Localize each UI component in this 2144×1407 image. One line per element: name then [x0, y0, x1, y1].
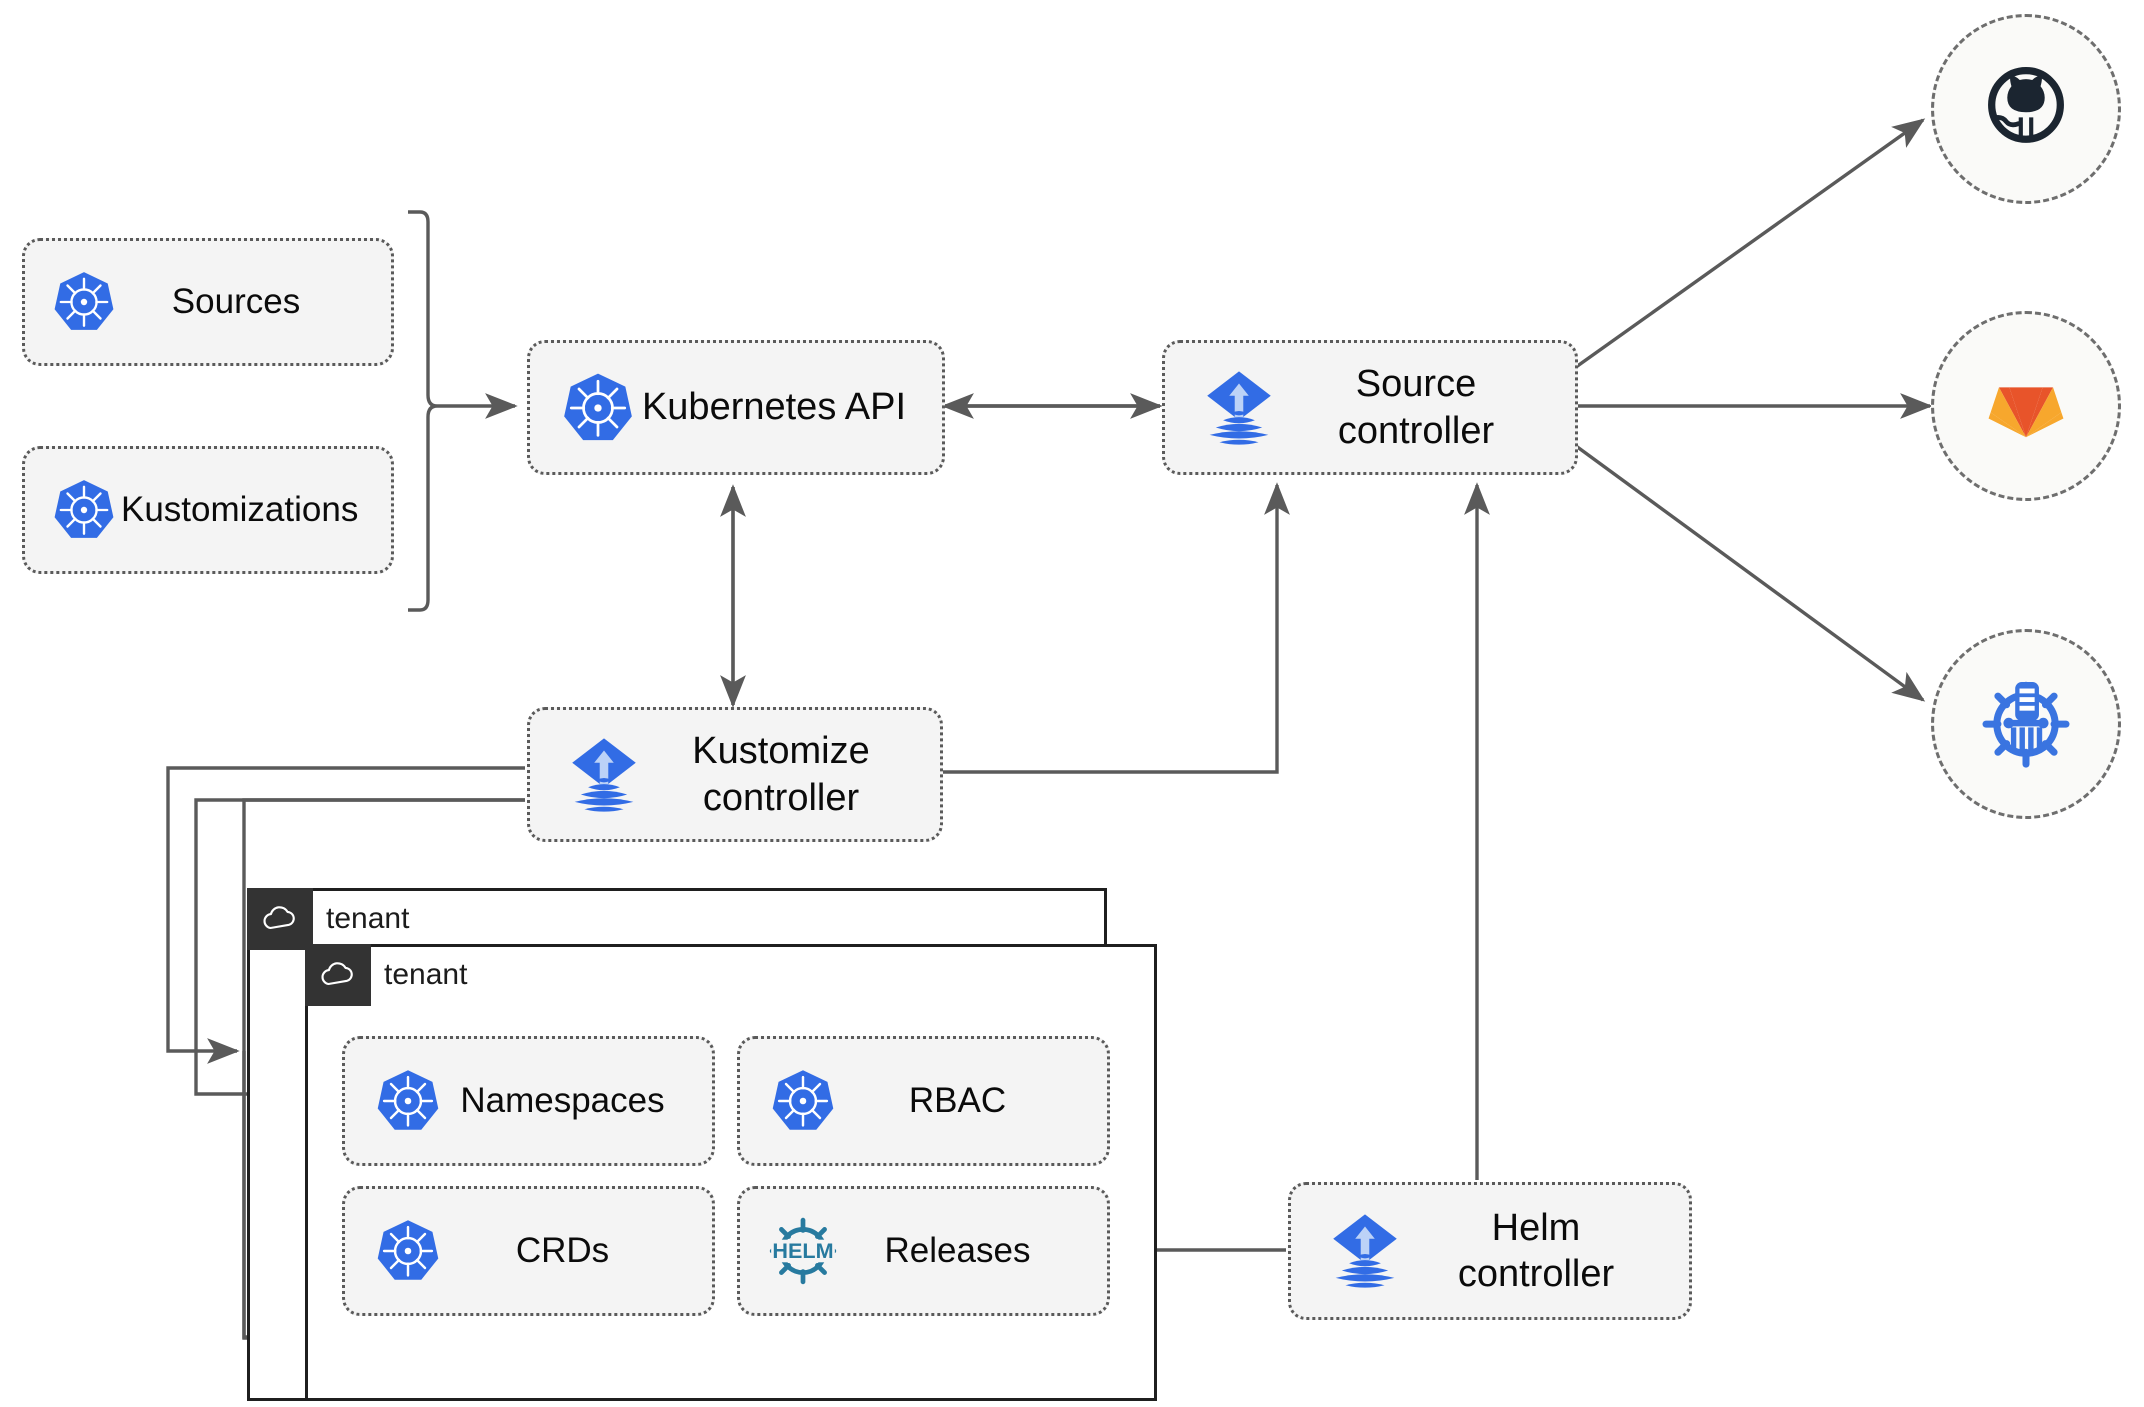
- kubernetes-icon: [766, 1067, 840, 1135]
- kubernetes-icon: [47, 269, 121, 335]
- node-kubernetes-api[interactable]: Kubernetes API: [527, 340, 945, 475]
- gitlab-icon: [1974, 352, 2078, 461]
- node-helm-controller[interactable]: Helm controller: [1288, 1182, 1692, 1320]
- flux-icon: [1191, 364, 1287, 452]
- flux-icon: [556, 731, 652, 819]
- tenant-outer-label: tenant: [326, 902, 410, 935]
- provider-github[interactable]: [1931, 14, 2121, 204]
- svg-text:HELM: HELM: [772, 1238, 833, 1263]
- resource-sources[interactable]: Sources: [22, 238, 394, 366]
- node-label: Kustomize controller: [692, 730, 870, 819]
- tenant-resource-label: Releases: [884, 1230, 1031, 1270]
- node-label: Helm controller: [1457, 1206, 1615, 1295]
- node-label: Kubernetes API: [641, 386, 907, 429]
- flux-icon: [1317, 1207, 1413, 1295]
- kubernetes-icon: [556, 370, 640, 446]
- node-label: Source controller: [1337, 363, 1495, 452]
- tenant-resource-crds[interactable]: CRDs: [342, 1186, 715, 1316]
- node-kustomize-controller[interactable]: Kustomize controller: [527, 707, 943, 842]
- resource-label: Sources: [171, 281, 301, 321]
- tenant-resource-rbac[interactable]: RBAC: [737, 1036, 1110, 1166]
- tenant-resource-label: CRDs: [515, 1230, 610, 1270]
- tenant-resource-label: Namespaces: [460, 1080, 665, 1120]
- provider-helm-repository[interactable]: [1931, 629, 2121, 819]
- wire-kustomize-to-source: [943, 482, 1290, 774]
- tenant-inner-label: tenant: [384, 958, 468, 991]
- kubernetes-icon: [371, 1067, 445, 1135]
- resource-label: Kustomizations: [121, 489, 359, 529]
- node-source-controller[interactable]: Source controller: [1162, 340, 1578, 475]
- cloud-icon: [305, 944, 371, 1006]
- kubernetes-icon: [47, 477, 121, 543]
- tenant-resource-releases[interactable]: HELM Releases: [737, 1186, 1110, 1316]
- provider-gitlab[interactable]: [1931, 311, 2121, 501]
- tenant-inner-container[interactable]: tenant: [305, 944, 1157, 1401]
- cloud-icon: [247, 888, 313, 950]
- helm-icon: HELM: [766, 1213, 840, 1289]
- tenant-resource-label: RBAC: [908, 1080, 1007, 1120]
- kubernetes-icon: [371, 1217, 445, 1285]
- wire-source-to-helm-repository: [1574, 444, 1926, 702]
- helm-repository-icon: [1972, 668, 2080, 781]
- tenant-resource-namespaces[interactable]: Namespaces: [342, 1036, 715, 1166]
- wire-source-to-github: [1575, 118, 1926, 369]
- resource-kustomizations[interactable]: Kustomizations: [22, 446, 394, 574]
- wire-resources-bracket: [408, 210, 438, 612]
- github-icon: [1974, 55, 2078, 164]
